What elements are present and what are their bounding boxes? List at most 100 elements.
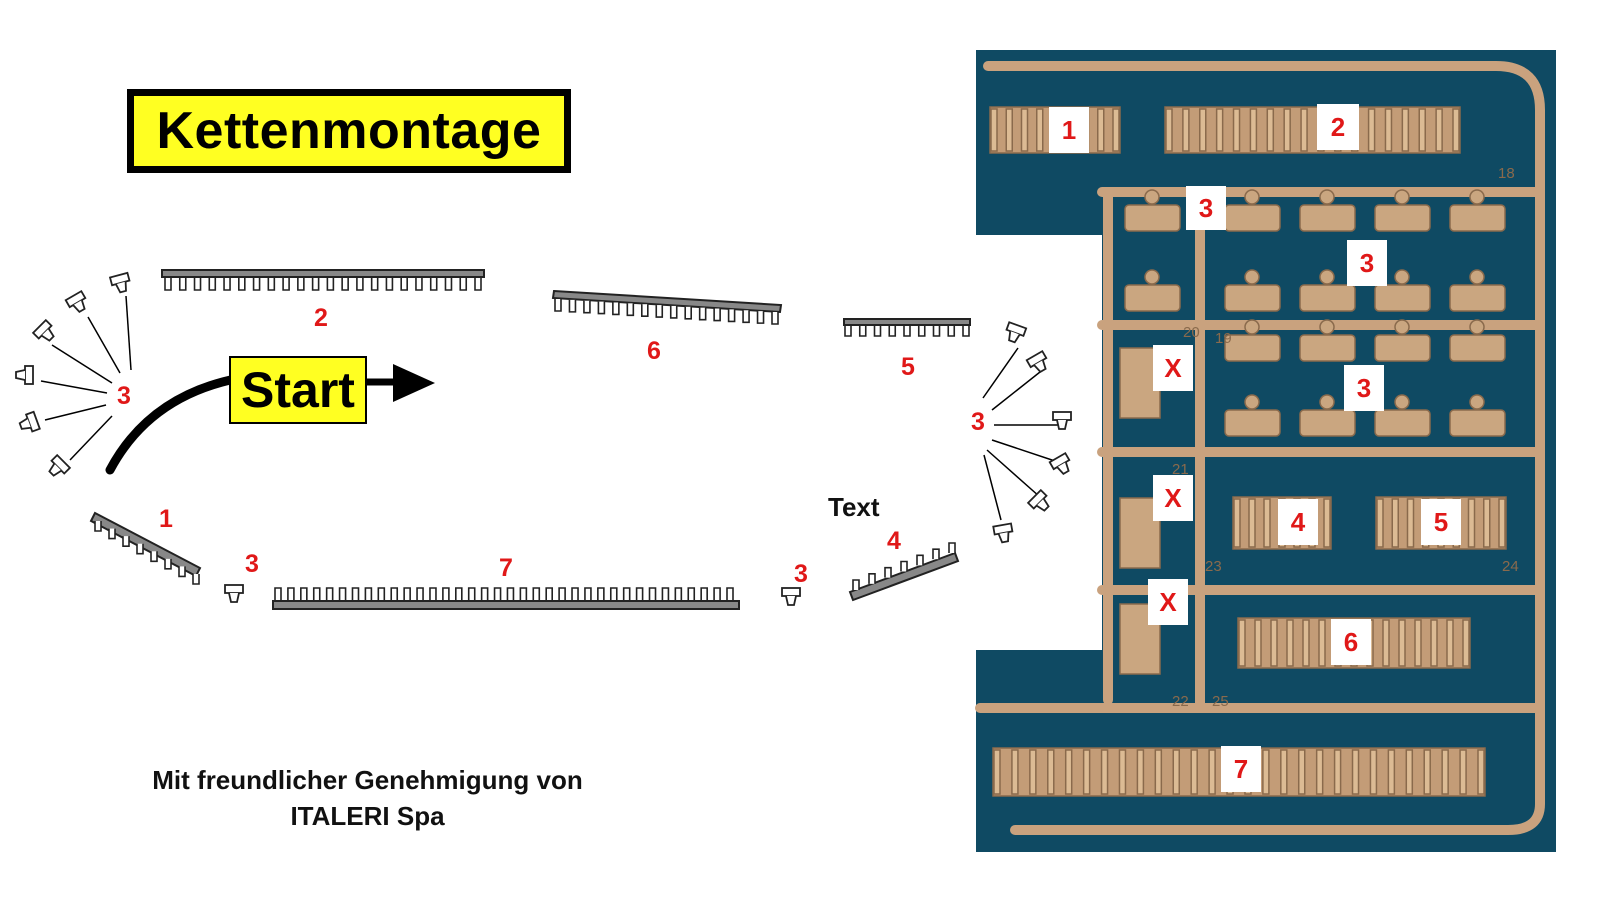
track-link — [192, 574, 200, 585]
track-link — [223, 278, 231, 291]
sprue-link-pair — [1299, 334, 1356, 362]
track-link — [493, 587, 502, 600]
track-link — [326, 278, 335, 291]
label-5: 5 — [901, 353, 915, 381]
track-link — [480, 587, 489, 600]
track-link — [341, 278, 349, 291]
track-link — [94, 521, 102, 532]
track-link — [962, 326, 970, 337]
track-link — [287, 587, 295, 600]
track-link — [519, 587, 528, 600]
label-2: 2 — [314, 304, 328, 332]
sprue-link-pair — [1374, 334, 1431, 362]
right-fan-lines — [982, 347, 1063, 521]
track-link — [868, 573, 876, 584]
track-link — [771, 312, 779, 325]
track-link — [852, 579, 860, 590]
track-link — [455, 587, 463, 600]
track-link — [208, 278, 217, 291]
track-link — [122, 536, 130, 547]
sprue-link-pair — [1224, 409, 1281, 437]
track-link — [648, 587, 657, 600]
track-segment-6 — [551, 289, 783, 314]
track-link — [351, 587, 360, 600]
track-link — [178, 566, 186, 578]
sprue-number: 18 — [1498, 165, 1515, 182]
track-link — [325, 587, 334, 600]
sprue-link-pair — [1374, 204, 1431, 232]
sprue-link-pair — [1124, 284, 1181, 312]
track-link — [282, 278, 290, 291]
page-title: Kettenmontage — [156, 102, 542, 160]
track-link — [873, 326, 882, 337]
track-link — [150, 551, 158, 563]
start-arrowhead — [393, 364, 435, 402]
start-label: Start — [241, 362, 355, 418]
credit-line-2: ITALERI Spa — [290, 801, 445, 831]
sprue-link-pair — [1299, 409, 1356, 437]
sprue-number: 20 — [1183, 324, 1200, 341]
track-link — [597, 587, 605, 600]
sprue-link-pair — [1224, 334, 1281, 362]
track-link — [742, 310, 750, 324]
track-segment-2 — [161, 269, 485, 278]
single-link — [48, 453, 72, 477]
track-link — [900, 560, 908, 572]
sprue-label-5: 5 — [1421, 499, 1461, 545]
track-link — [700, 587, 708, 600]
single-link — [108, 271, 131, 294]
track-link — [684, 306, 692, 320]
track-link — [554, 299, 562, 312]
sprue-label-3a: 3 — [1186, 186, 1226, 230]
sprue-link-pair — [1224, 284, 1281, 312]
track-link — [612, 302, 620, 316]
track-link — [370, 278, 379, 291]
sprue-link-pair — [1124, 204, 1181, 232]
label-3-bottom-b: 3 — [794, 560, 808, 588]
track-link — [474, 278, 482, 291]
track-link — [506, 587, 515, 600]
sprue-label-x3: X — [1148, 579, 1188, 625]
label-4: 4 — [887, 527, 901, 555]
track-link — [626, 303, 635, 317]
title-box: Kettenmontage — [127, 89, 571, 173]
single-link — [1052, 411, 1072, 430]
track-link — [108, 528, 116, 540]
track-link — [416, 587, 424, 600]
track-link — [916, 554, 924, 566]
label-3-right: 3 — [971, 408, 985, 436]
track-link — [756, 311, 765, 324]
track-link — [698, 307, 707, 321]
single-link — [64, 289, 87, 314]
track-link — [390, 587, 399, 600]
track-link — [597, 301, 606, 315]
sprue-link-pair — [1374, 284, 1431, 312]
track-link — [338, 587, 347, 600]
sprue-link-pair — [1449, 409, 1506, 437]
single-link — [1048, 451, 1071, 476]
sprue-label-3b: 3 — [1347, 240, 1387, 286]
single-link — [992, 522, 1014, 544]
start-box: Start — [229, 356, 367, 424]
track-link — [713, 308, 721, 322]
track-link — [312, 587, 321, 600]
single-link — [781, 587, 801, 606]
track-link — [844, 326, 852, 337]
track-link — [545, 587, 553, 600]
single-link — [1026, 488, 1050, 512]
sprue-label-x1: X — [1153, 345, 1193, 391]
sprue-link-pair — [1224, 204, 1281, 232]
single-link — [1025, 349, 1048, 374]
track-link — [429, 278, 438, 291]
track-link — [932, 548, 940, 560]
track-link — [948, 542, 956, 553]
track-link — [444, 278, 453, 291]
sprue-number: 24 — [1502, 558, 1519, 575]
label-6: 6 — [647, 337, 661, 365]
sprue-number: 25 — [1212, 693, 1229, 710]
sprue-label-4: 4 — [1278, 499, 1318, 545]
track-link — [178, 278, 187, 291]
sprue-link-pair — [1299, 204, 1356, 232]
